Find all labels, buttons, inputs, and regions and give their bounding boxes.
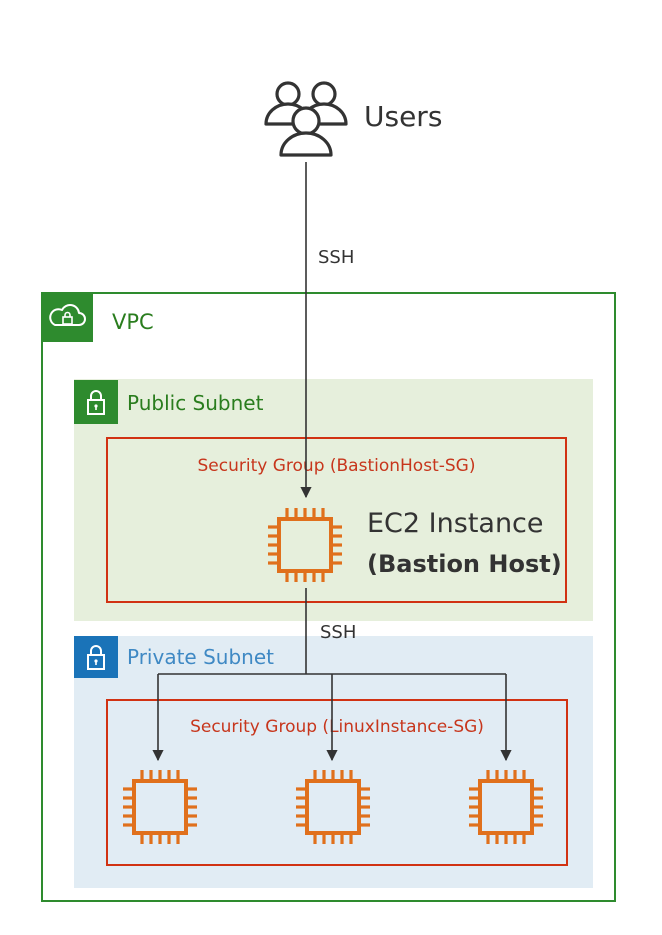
public-subnet-container bbox=[74, 379, 593, 621]
ec2-chip-icon bbox=[467, 768, 545, 846]
linux-security-group bbox=[106, 699, 568, 866]
vpc-container bbox=[41, 292, 616, 902]
ec2-chip-icon bbox=[266, 506, 344, 584]
users-icon bbox=[264, 81, 348, 157]
private-subnet-label: Private Subnet bbox=[127, 645, 274, 669]
vpc-badge bbox=[41, 292, 93, 342]
private-subnet-badge bbox=[74, 636, 118, 678]
vpc-label: VPC bbox=[112, 310, 154, 334]
ssh-label-users-to-bastion: SSH bbox=[318, 247, 355, 268]
users-label: Users bbox=[364, 100, 443, 133]
ssh-label-bastion-to-private: SSH bbox=[320, 622, 357, 643]
bastion-instance-subtitle: (Bastion Host) bbox=[367, 550, 562, 578]
public-subnet-label: Public Subnet bbox=[127, 391, 264, 415]
bastion-sg-label: Security Group (BastionHost-SG) bbox=[197, 456, 476, 476]
public-subnet-badge bbox=[74, 380, 118, 424]
connector-bastion-to-private bbox=[152, 588, 512, 762]
linux-sg-label: Security Group (LinuxInstance-SG) bbox=[190, 717, 484, 737]
lock-icon bbox=[87, 390, 105, 415]
ec2-chip-icon bbox=[294, 768, 372, 846]
cloud-lock-icon bbox=[49, 304, 86, 326]
ec2-chip-icon bbox=[121, 768, 199, 846]
bastion-instance-title: EC2 Instance bbox=[367, 508, 544, 539]
lock-icon bbox=[87, 645, 105, 670]
bastion-security-group bbox=[106, 437, 567, 603]
